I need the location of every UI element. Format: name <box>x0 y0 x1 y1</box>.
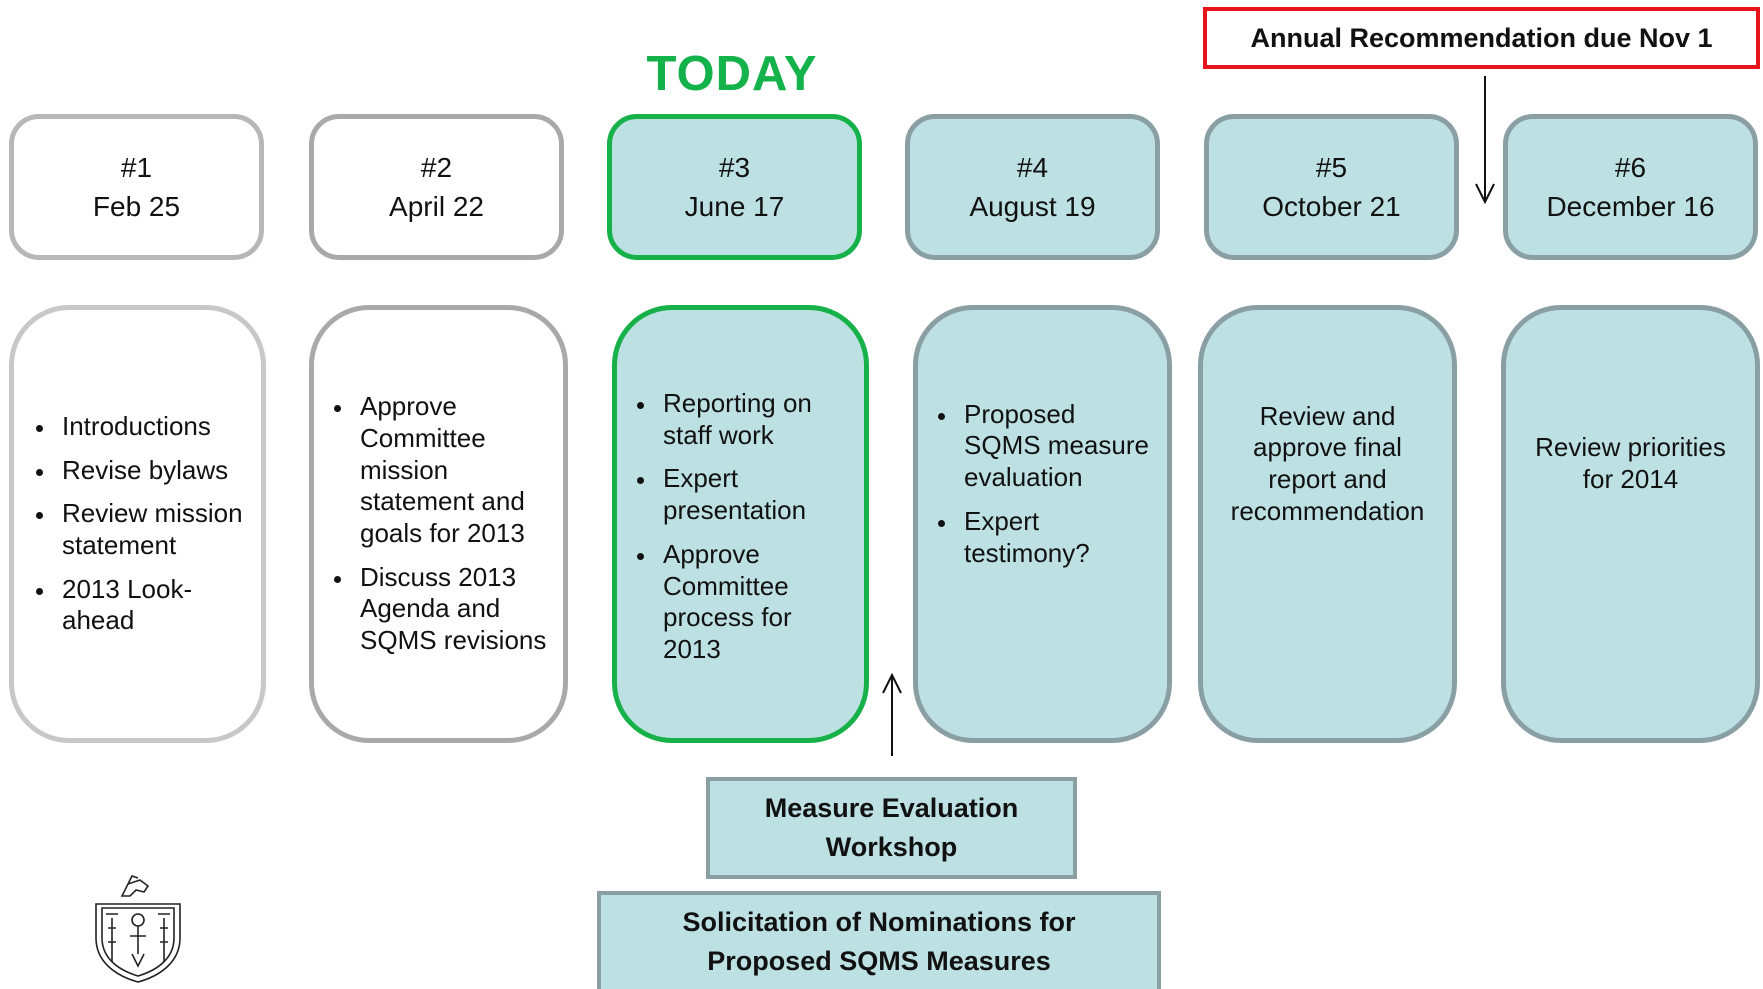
agenda-item: Discuss 2013 Agenda and SQMS revisions <box>330 562 555 657</box>
meeting-box-4: #4 August 19 <box>905 114 1160 260</box>
meeting-date: December 16 <box>1546 191 1715 222</box>
meeting-number: #4 <box>1016 151 1049 183</box>
agenda-list: Proposed SQMS measure evaluation Expert … <box>934 399 1157 570</box>
agenda-card-2: Approve Committee mission statement and … <box>309 305 568 743</box>
workshop-label: Measure Evaluation Workshop <box>764 792 1019 862</box>
solicitation-label: Solicitation of Nominations for Proposed… <box>682 906 1076 976</box>
agenda-card-3: Reporting on staff work Expert presentat… <box>612 305 869 743</box>
meeting-date: June 17 <box>684 191 785 222</box>
annual-arrow-head <box>1475 183 1495 205</box>
meeting-box-2: #2 April 22 <box>309 114 564 260</box>
today-label: TODAY <box>646 47 818 101</box>
agenda-item: Approve Committee process for 2013 <box>633 539 852 666</box>
agenda-card-1: Introductions Revise bylaws Review missi… <box>9 305 266 743</box>
meeting-number: #3 <box>718 151 751 183</box>
agenda-list: Approve Committee mission statement and … <box>330 391 555 657</box>
agenda-item: Introductions <box>32 411 251 443</box>
agenda-text: Review and approve final report and reco… <box>1230 400 1425 526</box>
agenda-card-4: Proposed SQMS measure evaluation Expert … <box>913 305 1172 743</box>
agenda-item: Revise bylaws <box>32 455 251 487</box>
solicitation-box: Solicitation of Nominations for Proposed… <box>597 891 1161 989</box>
agenda-item: Approve Committee mission statement and … <box>330 391 555 550</box>
agenda-item: Expert presentation <box>633 463 852 526</box>
agenda-list: Reporting on staff work Expert presentat… <box>633 388 852 666</box>
annual-recommendation-text: Annual Recommendation due Nov 1 <box>1250 22 1713 53</box>
annual-recommendation-callout: Annual Recommendation due Nov 1 <box>1203 7 1760 69</box>
agenda-item: Expert testimony? <box>934 506 1157 569</box>
meeting-number: #5 <box>1315 151 1348 183</box>
meeting-date: August 19 <box>969 191 1096 222</box>
meeting-number: #1 <box>120 151 153 183</box>
meeting-date: April 22 <box>389 191 484 222</box>
agenda-item: Reporting on staff work <box>633 388 852 451</box>
agenda-item: Review mission statement <box>32 498 251 561</box>
meeting-box-5: #5 October 21 <box>1204 114 1459 260</box>
agenda-item: 2013 Look-ahead <box>32 574 251 637</box>
meeting-number: #6 <box>1614 151 1647 183</box>
measure-evaluation-workshop-box: Measure Evaluation Workshop <box>706 777 1077 879</box>
workshop-arrow-head <box>882 672 902 694</box>
agenda-text: Review priorities for 2014 <box>1535 432 1726 494</box>
meeting-date: Feb 25 <box>92 191 181 222</box>
state-seal-icon <box>95 875 181 983</box>
meeting-box-6: #6 December 16 <box>1503 114 1758 260</box>
meeting-box-3: #3 June 17 <box>607 114 862 260</box>
agenda-card-5: Review and approve final report and reco… <box>1198 305 1457 743</box>
meeting-number: #2 <box>420 151 453 183</box>
agenda-list: Introductions Revise bylaws Review missi… <box>32 411 251 637</box>
meeting-box-1: #1 Feb 25 <box>9 114 264 260</box>
agenda-card-6: Review priorities for 2014 <box>1501 305 1760 743</box>
meeting-date: October 21 <box>1262 191 1401 222</box>
agenda-item: Proposed SQMS measure evaluation <box>934 399 1157 494</box>
